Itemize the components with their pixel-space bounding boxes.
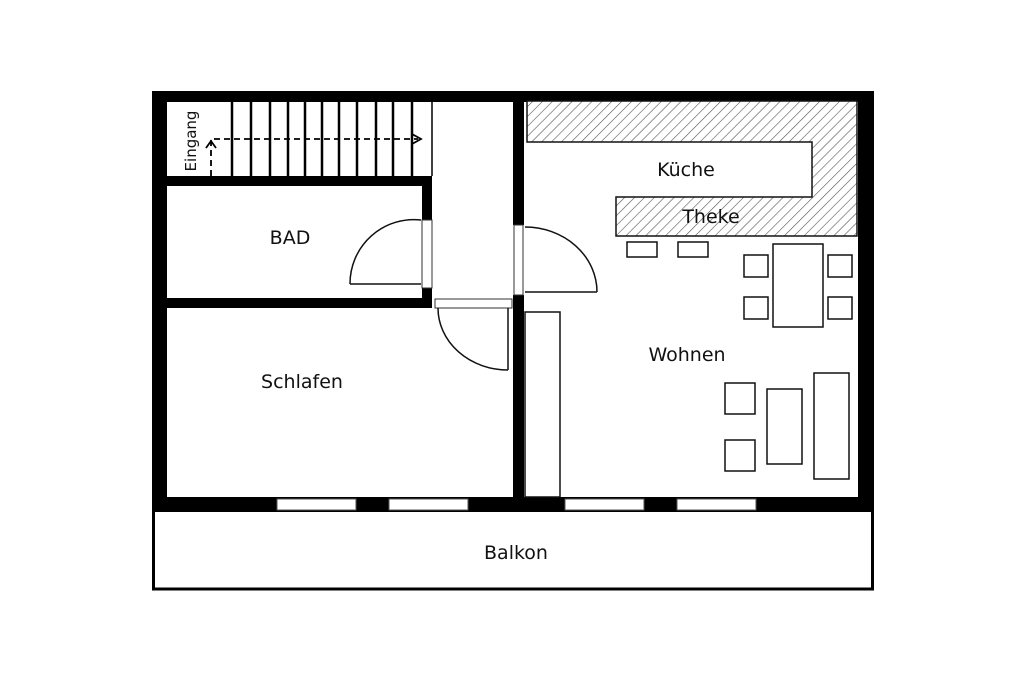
sofa xyxy=(813,372,850,480)
label-entrance: Eingang xyxy=(182,111,200,172)
label-balcony: Balkon xyxy=(484,542,548,564)
staircase xyxy=(230,101,433,176)
window xyxy=(676,498,757,511)
bar-stool xyxy=(626,241,658,258)
windows xyxy=(276,498,757,511)
door-living xyxy=(524,226,598,293)
armchair xyxy=(724,439,756,472)
door-bathroom xyxy=(349,218,422,285)
dining-chair xyxy=(827,254,853,278)
label-living: Wohnen xyxy=(648,344,725,366)
window xyxy=(564,498,645,511)
label-bathroom: BAD xyxy=(270,227,311,249)
window xyxy=(276,498,357,511)
label-bedroom: Schlafen xyxy=(261,371,343,393)
dining-table xyxy=(772,243,824,328)
kitchen-counter xyxy=(526,100,858,237)
label-kitchen: Küche xyxy=(657,159,715,181)
armchair xyxy=(724,382,756,415)
bar-stool xyxy=(677,241,709,258)
dining-chair xyxy=(743,254,769,278)
door-frames xyxy=(421,219,524,309)
dining-chair xyxy=(743,296,769,320)
label-counter: Theke xyxy=(681,206,739,228)
stair-direction-arrow xyxy=(205,133,423,176)
balcony-outline xyxy=(152,508,874,591)
dining-chair xyxy=(827,296,853,320)
window xyxy=(388,498,469,511)
hall-cupboard xyxy=(524,311,561,498)
door-bedroom xyxy=(437,307,509,371)
coffee-table xyxy=(766,388,803,465)
interior-walls xyxy=(167,101,524,497)
